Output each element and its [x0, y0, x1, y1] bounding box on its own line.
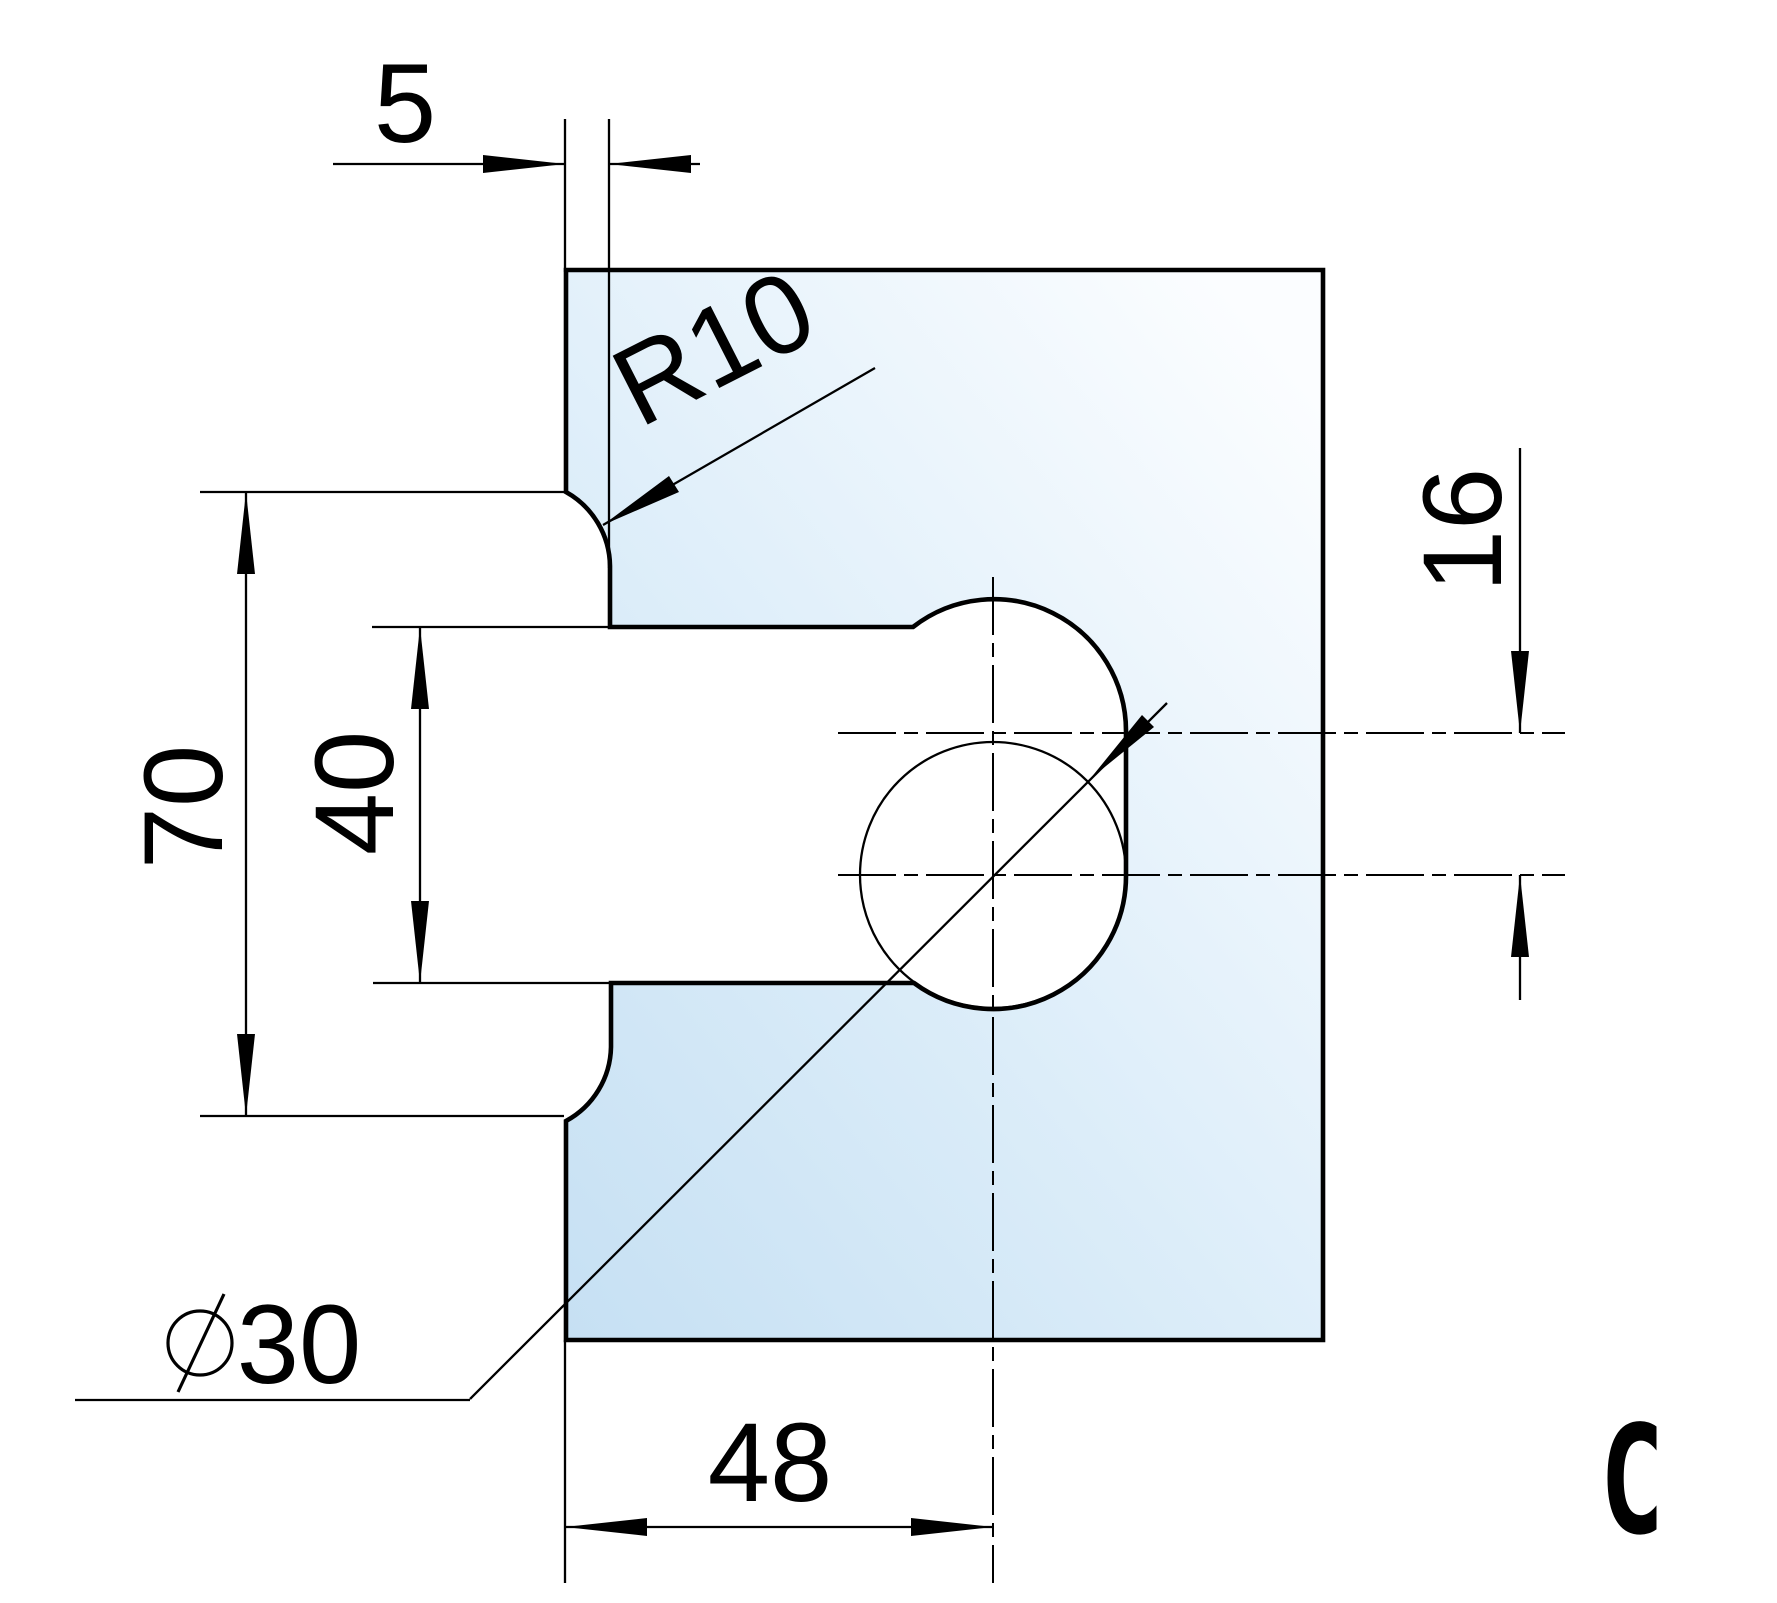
arrowhead-icon [411, 901, 429, 983]
arrowhead-icon [237, 492, 255, 574]
dim-48-label: 48 [708, 1400, 833, 1525]
diameter-symbol-icon [166, 1293, 234, 1393]
dim-16: 16 [1400, 448, 1529, 1000]
arrowhead-icon [609, 155, 691, 173]
dim-dia30-leader [469, 702, 1168, 1400]
dim-dia30-label: 30 [237, 1282, 362, 1407]
arrowhead-icon [237, 1034, 255, 1116]
dim-70: 70 [121, 490, 564, 1118]
dim-70-label: 70 [121, 745, 246, 870]
arrowhead-icon [603, 476, 679, 525]
arrowhead-icon [565, 1518, 647, 1536]
dim-16-label: 16 [1400, 468, 1525, 593]
arrowhead-icon [1511, 875, 1529, 957]
arrowhead-icon [411, 627, 429, 709]
diameter-symbol-circle [166, 1309, 234, 1377]
dim-5: 5 [333, 41, 700, 568]
arrowhead-icon [1511, 651, 1529, 733]
dim-40-label: 40 [292, 731, 417, 856]
centerlines [838, 577, 1565, 1583]
arrowhead-icon [1090, 715, 1154, 779]
dim-40: 40 [292, 625, 611, 985]
arrowhead-icon [911, 1518, 993, 1536]
dim-5-label: 5 [374, 41, 436, 166]
variant-letter-label: C [1599, 1394, 1664, 1568]
arrowhead-icon [483, 155, 565, 173]
diameter-symbol-slash [176, 1293, 226, 1393]
dim-48: 48 [563, 1340, 993, 1583]
dim-dia30: 30 [75, 702, 1168, 1407]
